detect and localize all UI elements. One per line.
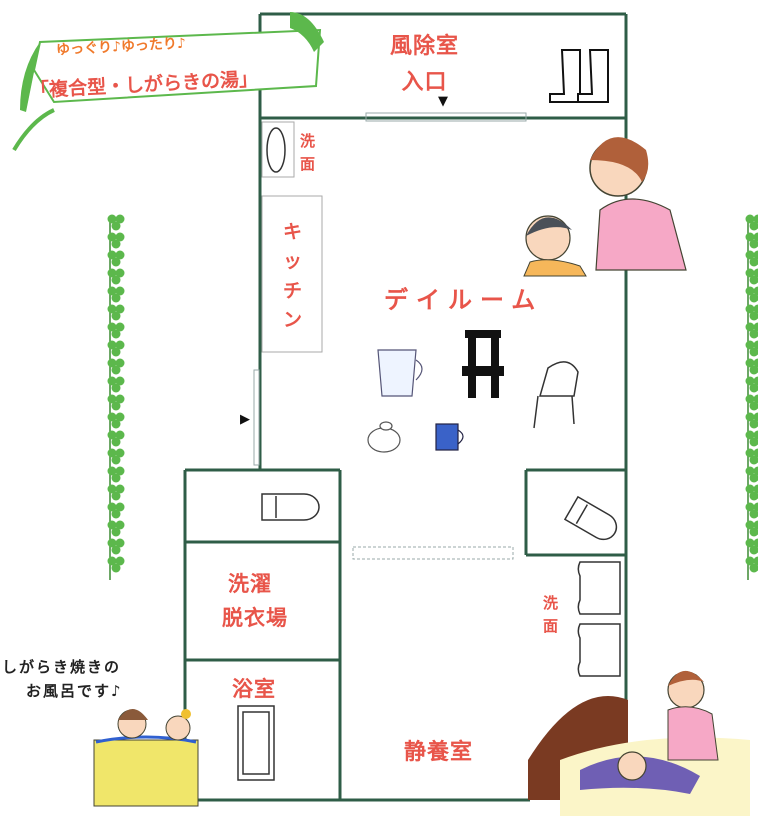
kitchen-char-2: ッ: [283, 250, 304, 273]
washbasin-top-char-1: 洗: [300, 132, 317, 150]
clover-leaf-icon: [745, 232, 758, 249]
dashed-details: [253, 112, 527, 560]
room-label-washbasin-right: 洗 面: [543, 592, 559, 639]
chair-icon: [533, 361, 579, 429]
room-label-quiet-room: 静養室: [404, 740, 474, 765]
washbasin-counter: [261, 121, 295, 178]
toilet-left-icon: [261, 493, 320, 521]
kitchen-char-4: ン: [283, 309, 304, 332]
clover-leaf-icon: [107, 394, 125, 411]
resting-patient-illustration: [528, 670, 750, 816]
clover-leaf-icon: [745, 538, 758, 555]
washbasin-bowl-icon: [266, 127, 286, 173]
clover-leaf-icon: [745, 268, 758, 285]
clover-leaf-icon: [745, 304, 758, 321]
clover-leaf-icon: [745, 340, 758, 357]
clover-leaf-icon: [745, 556, 758, 573]
clover-leaf-icon: [107, 466, 125, 483]
clover-leaf-icon: [107, 268, 125, 285]
bathtub-icon: [237, 705, 275, 781]
clover-leaf-icon: [107, 322, 125, 339]
clover-leaf-icon: [745, 466, 758, 483]
kitchen-char-3: チ: [283, 279, 304, 302]
clover-leaf-icon: [107, 520, 125, 537]
washbasin-right-icon: [577, 561, 621, 677]
shigaraki-bath-illustration: [93, 709, 199, 807]
entrance-subtitle: 入口: [401, 70, 448, 95]
clover-leaf-icon: [745, 286, 758, 303]
entrance-marker-icon: ▼: [438, 94, 448, 109]
clover-leaf-icon: [107, 376, 125, 393]
clover-leaf-icon: [107, 232, 125, 249]
room-label-bathroom: 浴室: [232, 677, 276, 701]
clover-leaf-icon: [107, 556, 125, 573]
bath-note-line1: しがらき焼きの: [2, 658, 122, 676]
washbasin-right-char-1: 洗: [543, 594, 560, 612]
clover-leaf-icon: [107, 340, 125, 357]
room-label-laundry: 洗濯: [228, 572, 272, 596]
clover-leaf-icon: [107, 502, 125, 519]
bath-note-line2: お風呂です♪: [26, 682, 123, 700]
clover-leaf-icon: [745, 322, 758, 339]
clover-leaf-icon: [745, 502, 758, 519]
room-label-kitchen: キ ッ チ ン: [283, 218, 303, 336]
clover-leaf-icon: [107, 358, 125, 375]
room-label-dayroom: デイルーム: [384, 286, 544, 314]
kitchen-char-1: キ: [283, 221, 304, 243]
washbasin-top-char-2: 面: [300, 155, 317, 174]
stool-icon: [462, 330, 504, 398]
clover-leaf-icon: [107, 412, 125, 429]
clover-leaf-icon: [745, 412, 758, 429]
clover-leaf-icon: [745, 484, 758, 501]
room-label-dressing: 脱衣場: [222, 606, 288, 630]
clover-leaf-icon: [745, 250, 758, 267]
clover-leaf-icon: [107, 250, 125, 267]
kitchen-counter: [261, 195, 323, 353]
clover-leaf-icon: [107, 304, 125, 321]
room-label-washbasin-top: 洗 面: [300, 130, 316, 177]
clover-leaf-icon: [107, 448, 125, 465]
teapot-icon: [367, 421, 401, 453]
clover-leaf-icon: [745, 448, 758, 465]
clover-leaf-icon: [107, 430, 125, 447]
clover-leaf-icon: [745, 214, 758, 231]
clover-leaf-icon: [745, 358, 758, 375]
washbasin-right-char-2: 面: [543, 617, 560, 636]
entrance-title: 風除室: [390, 34, 460, 59]
clover-leaf-icon: [745, 376, 758, 393]
clover-leaf-icon: [107, 286, 125, 303]
room-label-entrance: 風除室 入口: [390, 28, 459, 96]
walls: [183, 12, 628, 802]
clover-leaf-icon: [745, 394, 758, 411]
clover-leaf-icon: [745, 520, 758, 537]
clover-leaf-icon: [107, 538, 125, 555]
pitcher-icon: [377, 349, 423, 397]
clover-leaf-icon: [745, 430, 758, 447]
side-entrance-marker-icon: ▶: [240, 412, 250, 427]
caregiver-illustration: [523, 137, 687, 277]
toilet-right-icon: [563, 495, 618, 541]
mug-icon: [435, 423, 464, 451]
shoe-rack-icon: [549, 49, 609, 103]
clover-leaf-icon: [107, 484, 125, 501]
clover-leaf-icon: [107, 214, 125, 231]
banner-ribbon: [12, 12, 324, 152]
